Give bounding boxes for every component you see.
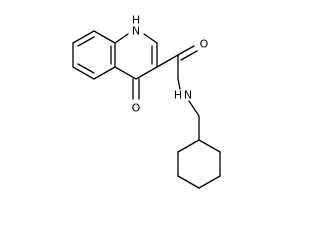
bond	[135, 66, 158, 80]
bond	[114, 33, 129, 44]
bond	[177, 175, 200, 189]
bond	[77, 36, 95, 47]
bond	[180, 50, 198, 61]
ring-nitrogen-hydrogen-label: H	[132, 14, 140, 27]
bond	[93, 66, 116, 80]
bond	[198, 139, 221, 153]
chemical-structure-diagram: N H O O N H	[72, 14, 221, 189]
bond	[114, 66, 137, 80]
bond	[177, 78, 181, 90]
bond	[198, 175, 221, 189]
bond	[177, 139, 200, 153]
amide-nitrogen-label: N	[184, 89, 192, 102]
bond	[72, 66, 95, 80]
atom-label-layer: N H O O N H	[132, 14, 209, 115]
bond-layer	[72, 30, 221, 189]
bond	[188, 100, 200, 117]
bond	[72, 30, 95, 44]
bond	[93, 30, 116, 44]
ring-nitrogen-label: N	[132, 25, 140, 38]
bond	[177, 45, 195, 56]
amide-hydrogen-label: H	[174, 89, 182, 102]
bond	[156, 54, 179, 68]
amide-carbonyl-oxygen-label: O	[200, 38, 209, 51]
ring-carbonyl-oxygen-label: O	[132, 102, 141, 115]
bond	[143, 33, 158, 44]
bond	[77, 63, 95, 74]
